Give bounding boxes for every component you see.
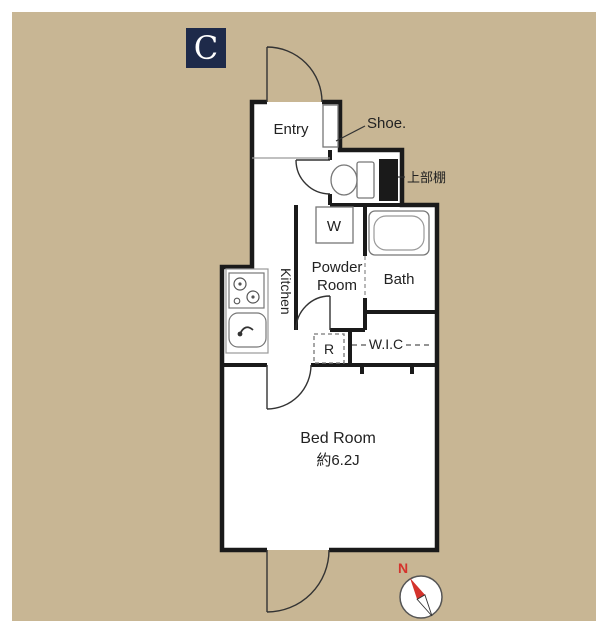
bathtub-icon: [368, 210, 430, 256]
kitchen-label: Kitchen: [278, 268, 294, 315]
washer-label: W: [327, 218, 342, 235]
sink-icon: [228, 312, 267, 348]
wic-label: W.I.C: [369, 336, 403, 352]
refrigerator-label: R: [324, 341, 334, 357]
unit-label: C: [194, 29, 218, 67]
washer-box: [315, 206, 354, 244]
north-label: N: [398, 560, 408, 576]
unit-box: [186, 28, 226, 68]
bedroom-size-label: 約6.2J: [316, 452, 359, 469]
refrigerator-box: [313, 333, 345, 364]
shoe-cabinet: [322, 104, 339, 148]
powder-room-label-line1: Powder: [312, 259, 363, 276]
upper-shelf-label: 上部棚: [407, 170, 446, 185]
shoe-leader-line: [335, 125, 366, 142]
powder-room-door-arc: [295, 295, 331, 331]
powder-room-label-line2: Room: [317, 277, 357, 294]
toilet-icon: [330, 161, 375, 199]
compass: N: [398, 560, 443, 619]
bedroom-door-arc: [266, 364, 312, 410]
toilet-door-arc: [295, 159, 331, 195]
stove-icon: [228, 272, 265, 309]
entry-door-arc: [266, 46, 323, 103]
upper-shelf: [379, 159, 398, 201]
bath-label: Bath: [384, 271, 415, 288]
bedroom-label: Bed Room: [300, 430, 376, 447]
compass-needle-south: [416, 594, 433, 617]
shoe-label: Shoe.: [367, 115, 406, 132]
interior-walls: [222, 150, 437, 374]
compass-needle-north: [410, 578, 425, 600]
entry-label: Entry: [273, 121, 309, 138]
balcony-door-arc: [266, 549, 330, 613]
